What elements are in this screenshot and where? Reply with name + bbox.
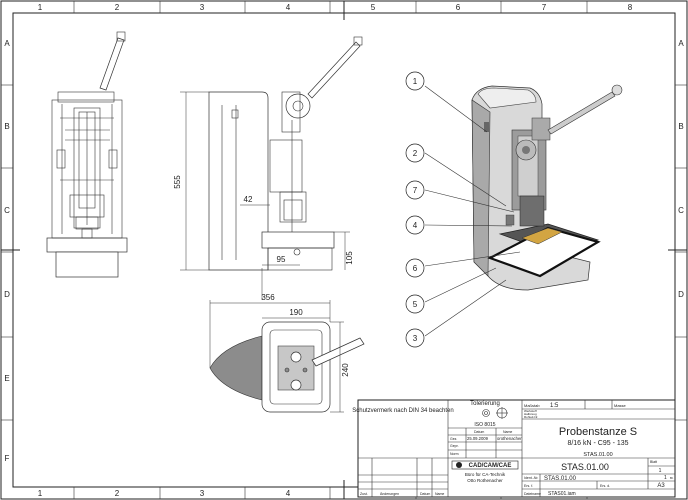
balloon-1: 1 bbox=[413, 77, 418, 86]
row-label-A: A bbox=[4, 39, 10, 48]
row-label-D: D bbox=[4, 290, 10, 299]
row-label-right-B: B bbox=[678, 122, 683, 131]
replaces-label: Ers. f. bbox=[524, 484, 533, 488]
row-label-right-D: D bbox=[678, 290, 684, 299]
company-logo: CAD/CAM/CAE bbox=[469, 463, 512, 469]
balloon-4: 4 bbox=[413, 221, 418, 230]
column-label-3: 3 bbox=[200, 3, 205, 12]
sheet-number: 1 bbox=[659, 468, 662, 474]
filename: STAS01.iam bbox=[548, 491, 576, 497]
ident-label: Ident.-Nr. bbox=[524, 476, 538, 480]
dimension-190: 190 bbox=[289, 308, 303, 317]
balloon-5: 5 bbox=[413, 300, 418, 309]
column-label-bottom-1: 1 bbox=[38, 489, 43, 498]
row-label-right-A: A bbox=[678, 39, 684, 48]
material-label: Werkstoff bbox=[524, 409, 537, 413]
row-label-E: E bbox=[4, 374, 9, 383]
rawpart-label: Rohteil-Nr. bbox=[524, 415, 538, 419]
company-line-2: Otto Rothenacher bbox=[467, 478, 503, 483]
balloon-leaders bbox=[424, 85, 521, 337]
column-label-bottom-4: 4 bbox=[286, 489, 291, 498]
dimension-356: 356 bbox=[261, 293, 275, 302]
dimension-lines bbox=[180, 91, 350, 413]
column-label-bottom-2: 2 bbox=[115, 489, 120, 498]
column-label-bottom-3: 3 bbox=[200, 489, 205, 498]
side-view bbox=[208, 36, 363, 300]
revision-col-date: Datum bbox=[420, 492, 430, 496]
drawing-title: Probenstanze S bbox=[559, 426, 637, 438]
drawn-name: orothenacher bbox=[497, 436, 522, 441]
dimension-105: 105 bbox=[345, 251, 354, 265]
revision-col-changes: Änderungen bbox=[380, 492, 399, 496]
balloon-3: 3 bbox=[413, 334, 418, 343]
balloon-7: 7 bbox=[413, 186, 418, 195]
balloons bbox=[405, 71, 425, 348]
row-label-F: F bbox=[5, 454, 10, 463]
name-col-label: Name bbox=[503, 430, 512, 434]
dimension-555: 555 bbox=[173, 175, 182, 189]
article-code: STAS.01.00 bbox=[583, 452, 612, 458]
drawn-date: 25.09.2009 bbox=[467, 436, 489, 441]
isometric-view bbox=[471, 84, 623, 291]
row-label-B: B bbox=[4, 122, 9, 131]
drawn-row-label: Gez. bbox=[450, 437, 457, 441]
dimension-42: 42 bbox=[244, 195, 253, 204]
column-label-5: 5 bbox=[371, 3, 376, 12]
revision-col-status: Zust. bbox=[360, 492, 368, 496]
dimension-240: 240 bbox=[341, 363, 350, 377]
mass-label: Masse bbox=[614, 403, 627, 408]
row-label-C: C bbox=[4, 206, 10, 215]
date-col-label: Datum bbox=[474, 430, 484, 434]
top-view bbox=[209, 321, 365, 413]
semifinished-label: Halbzeug bbox=[524, 412, 537, 416]
tolerance-label: Tolerierung bbox=[470, 401, 500, 407]
revision-col-name: Name bbox=[435, 492, 444, 496]
balloon-6: 6 bbox=[413, 264, 418, 273]
format: A3 bbox=[657, 483, 665, 489]
drawing-number: STAS.01.00 bbox=[561, 462, 609, 472]
column-label-1: 1 bbox=[38, 3, 43, 12]
balloon-2: 2 bbox=[413, 149, 418, 158]
sheet-label: Blatt bbox=[650, 460, 657, 464]
checked-row-label: Gepr. bbox=[450, 444, 459, 448]
dimension-95: 95 bbox=[277, 255, 286, 264]
sheet-suffix: Bl. bbox=[670, 476, 674, 480]
drawing-subtitle: 8/16 kN - C95 - 135 bbox=[567, 440, 628, 447]
column-label-4: 4 bbox=[286, 3, 291, 12]
sheet-of: 1 bbox=[664, 475, 667, 481]
company-line-1: Büro für CA-Technik bbox=[465, 472, 506, 477]
title-block bbox=[357, 399, 676, 498]
tolerance-standard: ISO 8015 bbox=[474, 422, 495, 428]
protection-note: Schutzvermerk nach DIN 34 beachten bbox=[352, 408, 453, 414]
scale-value: 1:5 bbox=[550, 403, 559, 409]
column-label-6: 6 bbox=[456, 3, 461, 12]
filename-label: Dateiname bbox=[524, 492, 541, 496]
front-view bbox=[46, 31, 128, 278]
norm-row-label: Norm bbox=[450, 452, 459, 456]
scale-label: Maßstab bbox=[524, 403, 540, 408]
column-label-8: 8 bbox=[628, 3, 633, 12]
replaced-by-label: Ers. d. bbox=[600, 484, 610, 488]
column-label-2: 2 bbox=[115, 3, 120, 12]
ident-value: STAS.01.00 bbox=[544, 476, 577, 482]
column-label-7: 7 bbox=[542, 3, 547, 12]
row-label-right-C: C bbox=[678, 206, 684, 215]
